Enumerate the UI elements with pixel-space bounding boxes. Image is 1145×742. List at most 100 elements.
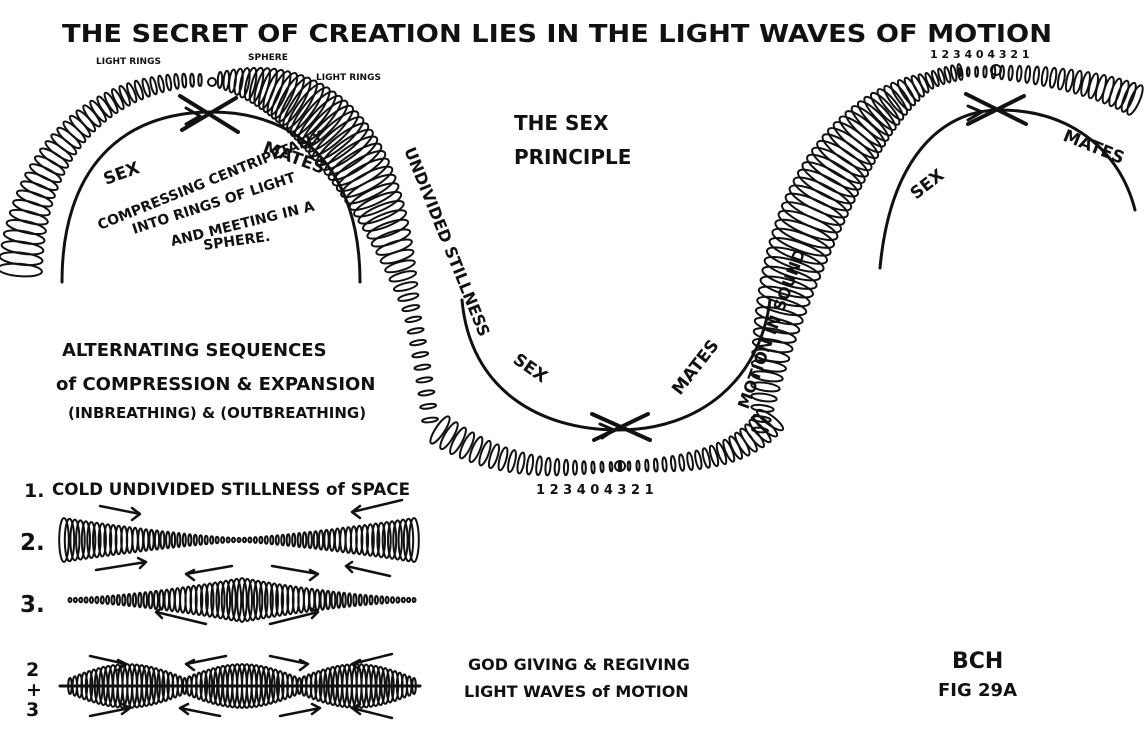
wave-coil — [217, 72, 222, 88]
wave-coil — [138, 529, 143, 552]
wave-coil — [416, 377, 432, 384]
wave-coil — [375, 236, 414, 258]
wave-coil — [8, 207, 49, 228]
wave-coil — [609, 462, 612, 471]
wave-coil — [238, 538, 241, 542]
wave-coil — [370, 596, 373, 605]
wave-coil — [380, 596, 383, 603]
wave-coil — [1100, 76, 1116, 105]
step-3-wave — [69, 578, 416, 622]
wave-coil — [321, 590, 325, 609]
wave-coil — [144, 592, 147, 608]
wave-coil — [172, 532, 175, 547]
wave-coil — [418, 390, 434, 397]
step-2-plus-3-plus: + — [26, 679, 42, 701]
center-mates-label: MATES — [668, 336, 723, 399]
center-sex-label: SEX — [509, 350, 551, 388]
bottom-light-wave-coils — [427, 407, 785, 476]
step-2-number: 2. — [20, 530, 45, 556]
wave-coil — [359, 595, 362, 606]
wave-coil — [259, 537, 262, 544]
wave-coil — [149, 530, 153, 550]
sphere-label: SPHERE — [248, 53, 288, 63]
wave-coil — [133, 593, 136, 606]
wave-coil — [265, 536, 268, 544]
wave-coil — [564, 460, 569, 475]
wave-coil — [170, 589, 175, 611]
wave-coil — [177, 533, 180, 547]
wave-coil — [117, 595, 120, 605]
step-1-arrow-left — [352, 500, 402, 518]
sex-principle-heading-2: PRINCIPLE — [514, 145, 631, 169]
wave-coil — [315, 590, 320, 611]
wave-coil — [414, 364, 431, 371]
wave-coil — [422, 417, 438, 423]
wave-coil — [254, 537, 257, 543]
wave-coil — [337, 592, 340, 608]
wave-direction-arrow — [180, 704, 220, 716]
wave-coil — [85, 597, 88, 602]
wave-coil — [74, 598, 77, 602]
wave-coil — [138, 593, 141, 607]
wave-coil — [619, 462, 621, 470]
wave-coil — [122, 595, 125, 606]
wave-coil — [335, 529, 340, 552]
step-3-arrow-upper-left — [186, 566, 232, 580]
wave-coil — [106, 596, 109, 604]
wave-coil — [194, 535, 197, 546]
right-light-wave-coils — [959, 66, 1145, 117]
wave-coil — [686, 452, 694, 470]
step-3-arrow-upper-right — [272, 566, 318, 580]
wave-coil — [128, 594, 131, 606]
wave-coil — [308, 532, 312, 548]
sex-principle-heading-1: THE SEX — [514, 111, 609, 135]
wave-coil — [516, 452, 526, 474]
wave-coil — [270, 536, 273, 545]
wave-coil — [182, 74, 187, 88]
wave-coil — [190, 74, 194, 87]
right-top-numbers: 1 2 3 4 0 4 3 2 1 — [930, 48, 1030, 61]
caption-line-1: GOD GIVING & REGIVING — [468, 655, 690, 674]
wave-coil — [188, 534, 191, 546]
wave-coil — [292, 534, 295, 547]
wave-coil — [101, 596, 104, 603]
wave-coil — [314, 531, 318, 549]
wave-coil — [1016, 66, 1022, 82]
sequences-line-2: of COMPRESSION & EXPANSION — [56, 374, 375, 395]
wave-coil — [166, 532, 170, 548]
wave-coil — [600, 462, 603, 473]
wave-coil — [330, 529, 335, 551]
wave-coil — [412, 351, 429, 358]
wave-coil — [353, 594, 356, 606]
wave-coil — [319, 531, 323, 550]
wave-coil — [199, 535, 202, 545]
wave-coil — [959, 68, 961, 76]
wave-coil — [287, 534, 290, 546]
wave-direction-arrow — [280, 704, 320, 716]
wave-coil — [1033, 66, 1040, 84]
wave-coil — [159, 590, 163, 609]
wave-coil — [183, 534, 186, 547]
wave-coil — [154, 591, 158, 609]
wave-coil — [582, 461, 586, 474]
wave-coil — [413, 598, 416, 602]
wave-coil — [694, 450, 703, 469]
wave-coil — [216, 537, 219, 544]
step-2-arrow-right — [96, 558, 146, 570]
step-2-plus-3-wave — [60, 664, 420, 708]
wave-coil — [402, 598, 405, 603]
center-crossing-mark — [592, 414, 650, 440]
right-mates-label: MATES — [1060, 126, 1127, 169]
wave-coil — [227, 538, 230, 543]
wave-coil — [165, 590, 170, 611]
wave-coil — [5, 217, 47, 237]
wave-coil — [1, 239, 44, 257]
sphere-marker — [208, 78, 216, 86]
wave-coil — [174, 74, 180, 89]
light-rings-label-right: LIGHT RINGS — [316, 73, 381, 83]
wave-coil — [670, 456, 676, 472]
wave-coil — [398, 292, 419, 303]
wave-coil — [410, 339, 427, 346]
